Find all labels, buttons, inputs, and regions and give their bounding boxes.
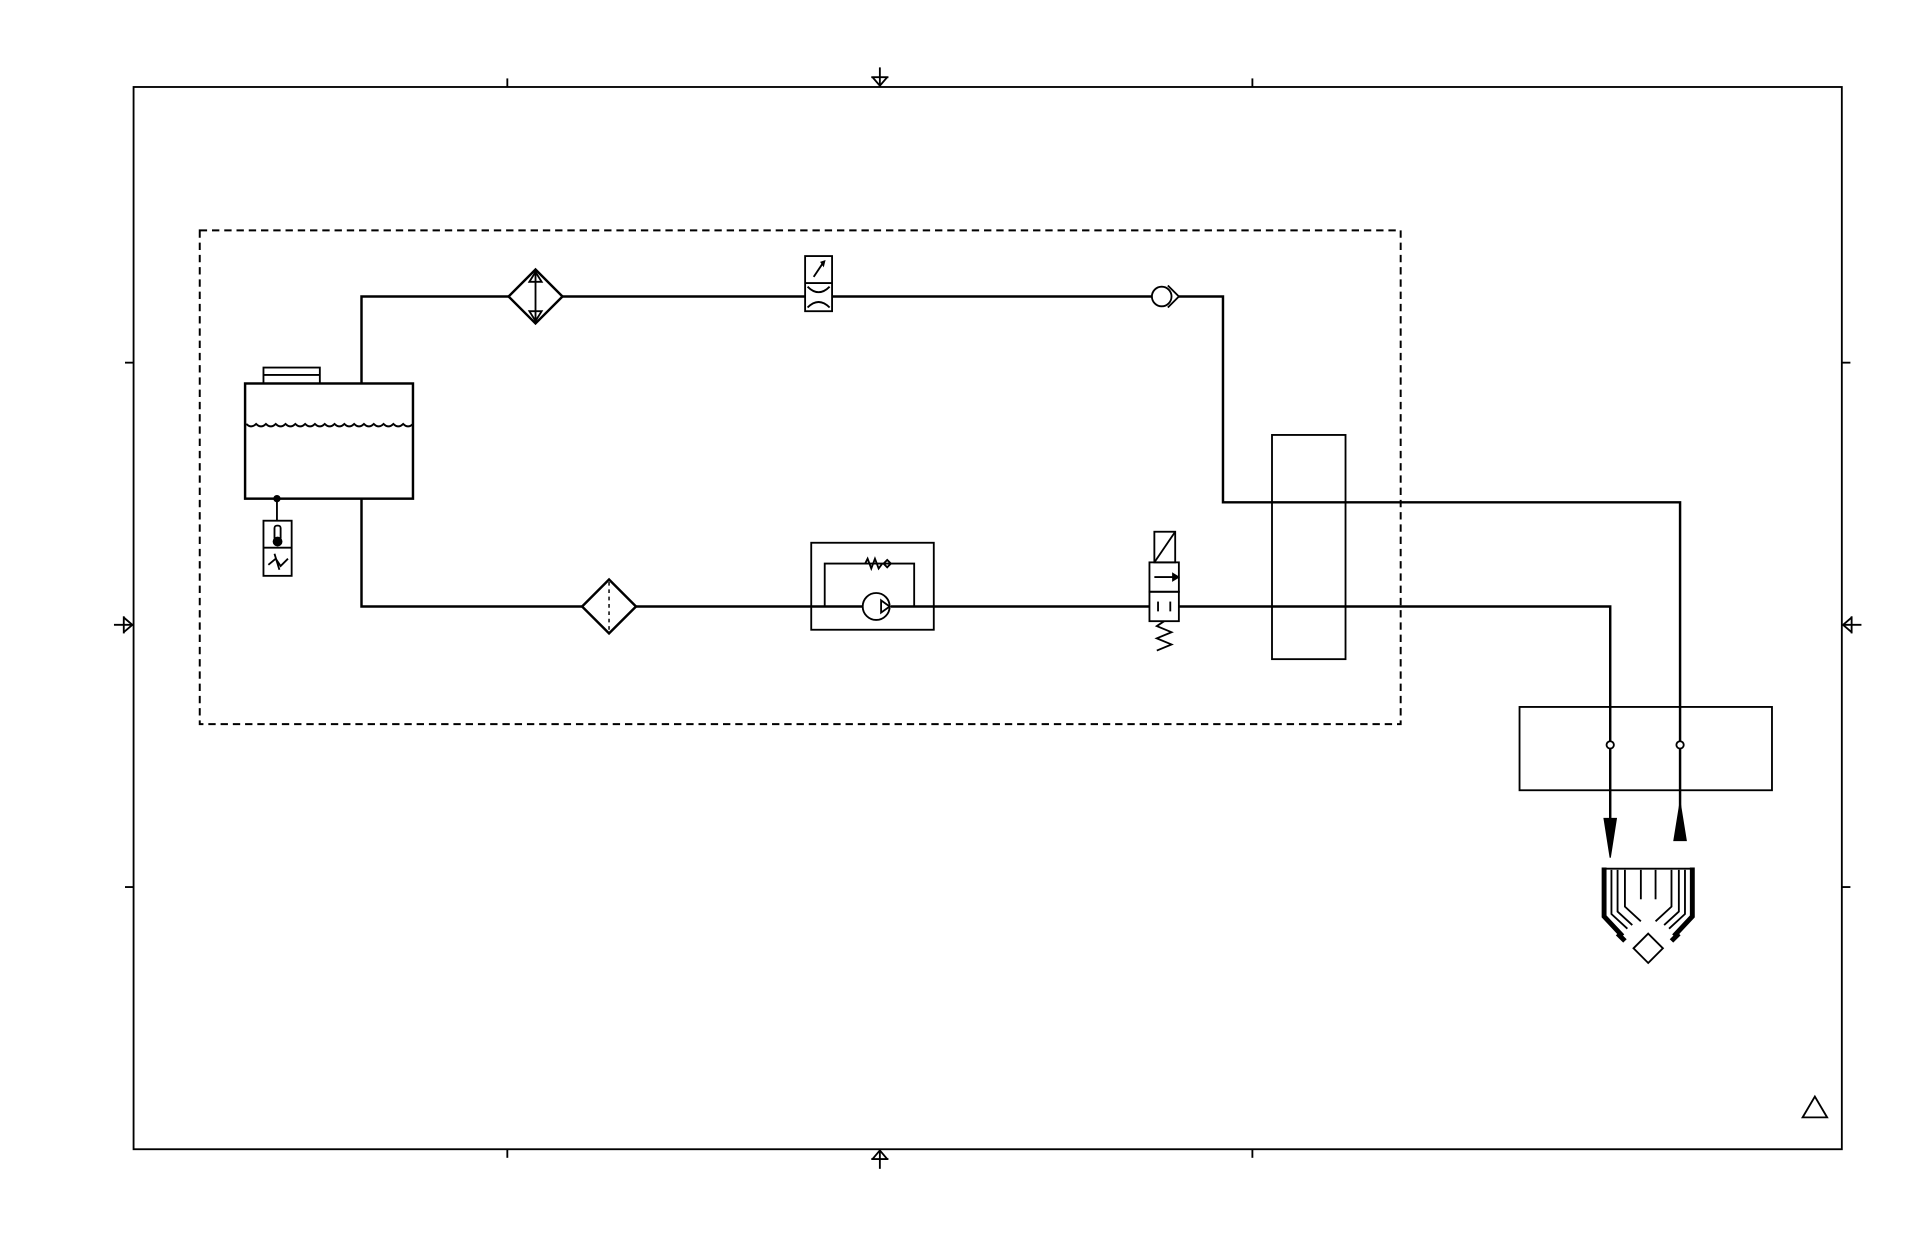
- flow-meter-icon: [804, 255, 833, 313]
- connector-block: [1271, 434, 1347, 661]
- piping: [360, 295, 1682, 821]
- heat-exchanger-icon: [506, 267, 565, 326]
- revision-triangle-icon: [1801, 1094, 1829, 1119]
- drawing-frame: [124, 78, 1851, 1158]
- assembly-boundary: [198, 229, 1402, 726]
- nozzle-icon: [1601, 867, 1695, 965]
- supply-arrow-icon: [1603, 817, 1618, 858]
- centering-mark-top: [871, 67, 889, 88]
- pump-icon: [810, 541, 935, 631]
- centering-mark-right: [1841, 616, 1862, 634]
- distribution-block: [1518, 706, 1773, 792]
- reservoir-tank: [243, 366, 415, 500]
- filter-icon: [580, 577, 638, 636]
- solenoid-valve-icon: [1148, 530, 1181, 652]
- centering-mark-bottom: [871, 1149, 889, 1169]
- return-arrow-icon: [1673, 802, 1687, 842]
- centering-mark-left: [113, 616, 134, 634]
- temperature-switch-icon: [262, 494, 293, 577]
- check-valve-icon: [1150, 284, 1181, 309]
